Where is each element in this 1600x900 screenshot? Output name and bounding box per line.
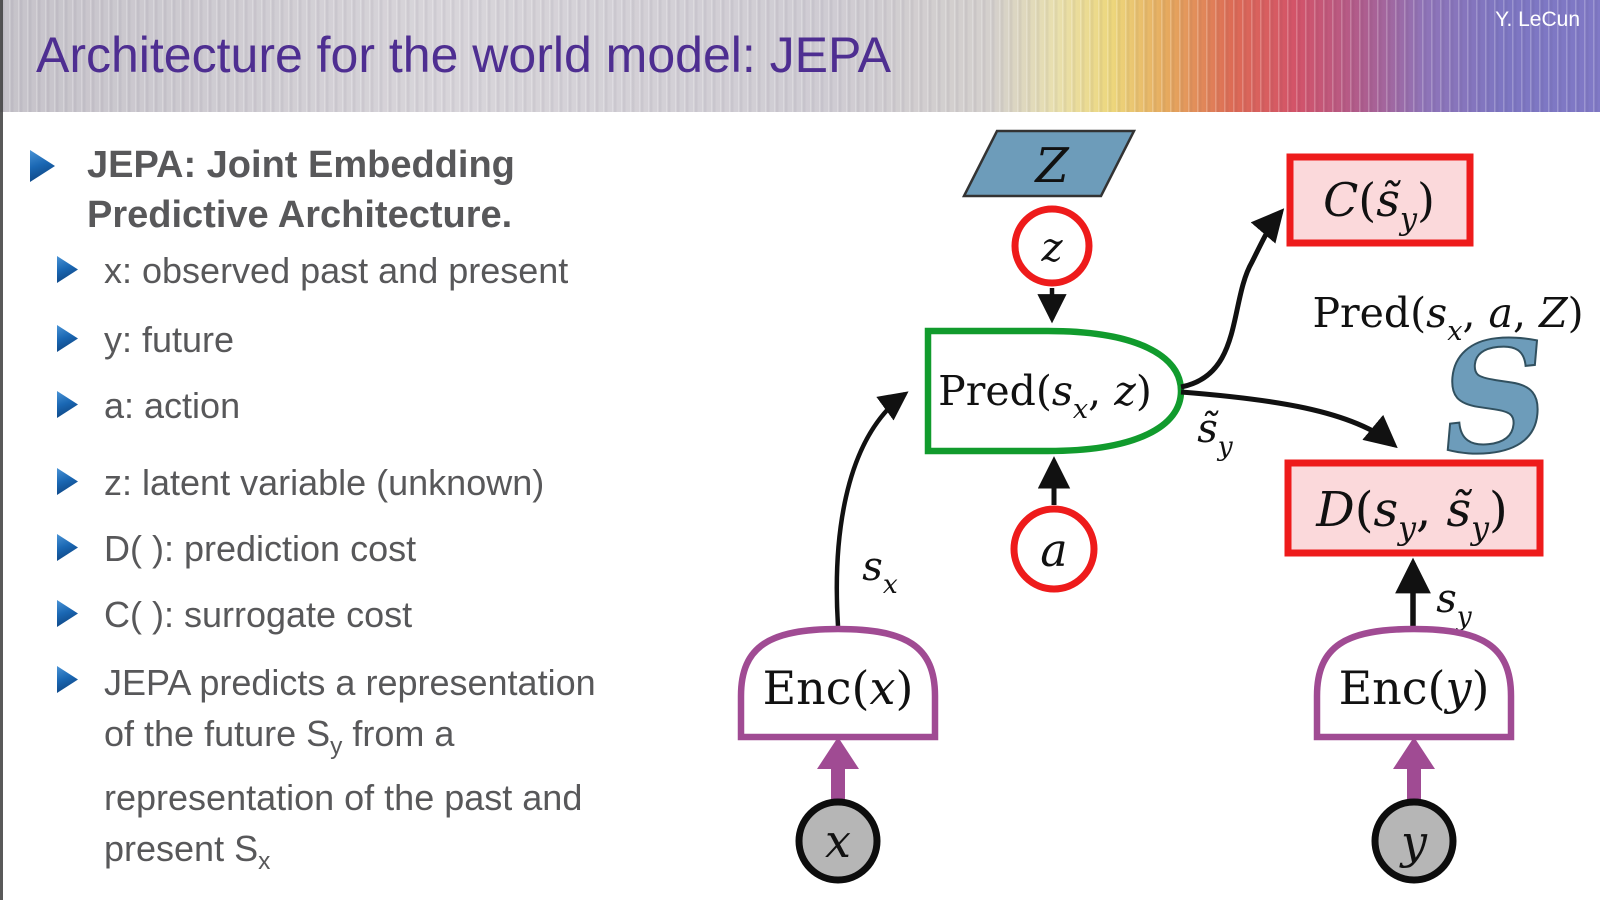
- arrow-sytilde-to-d: [1180, 389, 1398, 449]
- observed-x-label: x: [825, 814, 851, 868]
- bullet-item-text: D( ): prediction cost: [104, 528, 417, 569]
- bullet-item-c: C( ): surrogate cost: [57, 591, 412, 638]
- author-credit: Y. LeCun: [1495, 8, 1580, 31]
- arrow-sytilde-to-c: [1180, 208, 1285, 390]
- slide-left-edge: [0, 0, 3, 900]
- arrow-sx-to-predictor: [834, 391, 909, 627]
- bullet-item-x: x: observed past and present: [57, 247, 568, 294]
- encoder-y-shape: [1313, 625, 1515, 741]
- prediction-cost-label: D(sy, s̃y): [1315, 482, 1508, 547]
- latent-set-parallelogram: [961, 129, 1137, 198]
- bullet-item-z: z: latent variable (unknown): [57, 459, 544, 506]
- bullet-item-text: a: action: [104, 385, 241, 426]
- bullet-final-line2: of the future Sy from a: [104, 713, 455, 761]
- bullet-main-line2: Predictive Architecture.: [87, 194, 513, 236]
- observed-x-node: [795, 798, 881, 884]
- predictor-label: Pred(sx, z): [938, 367, 1152, 425]
- arrow-y-to-encoder: [1393, 737, 1435, 801]
- bullet-main-line1: JEPA: Joint Embedding: [87, 144, 515, 186]
- page-title: Architecture for the world model: JEPA: [36, 27, 891, 83]
- bullet-final-line4: present Sx: [104, 828, 271, 876]
- latent-z-label: z: [1040, 225, 1063, 271]
- encoder-x-shape: [737, 625, 939, 741]
- observed-y-node: [1371, 798, 1457, 884]
- action-a-node: [1010, 505, 1098, 593]
- label-sx: sx: [862, 544, 898, 600]
- bullet-final-line3: representation of the past and: [104, 777, 583, 819]
- predictor-full-label: Pred(sx, a, Z): [1312, 289, 1583, 347]
- latent-set-label: Z: [1033, 138, 1070, 194]
- bullet-item-text: y: future: [104, 319, 235, 360]
- label-sy-tilde: s̃y: [1197, 406, 1234, 462]
- surrogate-cost-box: [1286, 153, 1474, 247]
- encoder-x-label: Enc(x): [763, 661, 914, 715]
- bullet-item-a: a: action: [57, 382, 240, 429]
- bullet-final-line1: JEPA predicts a representation: [104, 662, 596, 703]
- latent-z-node: [1011, 205, 1093, 287]
- bullet-item-text: z: latent variable (unknown): [104, 462, 545, 503]
- bullet-main-text: JEPA: Joint Embedding Predictive Archite…: [87, 140, 515, 240]
- encoder-y-label: Enc(y): [1339, 661, 1490, 715]
- prediction-cost-box: [1284, 459, 1544, 557]
- bullet-item-text: C( ): surrogate cost: [104, 594, 413, 635]
- header-band: Architecture for the world model: JEPA Y…: [0, 0, 1600, 112]
- predictor-shape: [924, 327, 1185, 455]
- bullet-item-d: D( ): prediction cost: [57, 525, 416, 572]
- bullet-final-text: JEPA predicts a representation of the fu…: [104, 657, 596, 887]
- bullet-item-y: y: future: [57, 316, 234, 363]
- bullet-item-text: x: observed past and present: [104, 250, 569, 291]
- bullet-final: JEPA predicts a representation of the fu…: [57, 657, 596, 887]
- action-a-label: a: [1040, 523, 1067, 577]
- observed-y-label: y: [1399, 815, 1428, 869]
- bullet-main: JEPA: Joint Embedding Predictive Archite…: [30, 140, 515, 240]
- label-sy: sy: [1436, 576, 1473, 632]
- arrow-x-to-encoder: [817, 737, 859, 801]
- surrogate-cost-label: C(s̃y): [1323, 173, 1435, 237]
